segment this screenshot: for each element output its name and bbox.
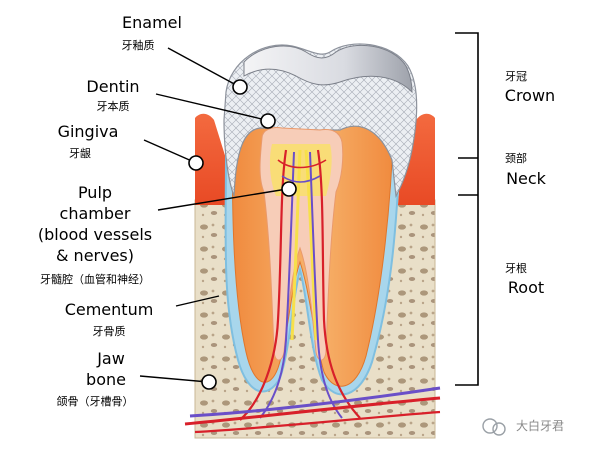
label-cementum-zh: 牙骨质 (93, 325, 126, 338)
label-pulp-zh: 牙髓腔（血管和神经） (40, 272, 150, 286)
label-cementum: Cementum 牙骨质 (65, 300, 154, 338)
region-root-zh: 牙根 (505, 261, 527, 275)
label-gingiva-zh: 牙龈 (69, 146, 91, 160)
wechat-icon (482, 418, 498, 434)
region-neck-zh: 颈部 (505, 151, 527, 165)
region-neck-en: Neck (506, 169, 547, 188)
label-enamel-zh: 牙釉质 (122, 38, 155, 52)
label-dentin-en: Dentin (86, 77, 139, 96)
region-neck: 颈部 Neck (505, 151, 547, 188)
label-gingiva: Gingiva 牙龈 (58, 122, 119, 160)
gingiva (195, 113, 435, 205)
label-enamel: Enamel 牙釉质 (122, 13, 182, 52)
enamel (223, 43, 418, 198)
region-brackets (455, 32, 479, 386)
label-dentin-zh: 牙本质 (97, 99, 130, 113)
label-dentin: Dentin 牙本质 (86, 77, 139, 113)
label-pulp-en-2: chamber (60, 204, 131, 223)
watermark-text: 大白牙君 (516, 418, 564, 433)
label-pulp: Pulp chamber (blood vessels & nerves) 牙髓… (38, 183, 152, 286)
region-crown: 牙冠 Crown (505, 70, 555, 105)
label-jawbone-en-1: Jaw (96, 349, 125, 368)
label-jawbone-en-2: bone (86, 370, 126, 389)
label-markers (188, 79, 297, 390)
label-gingiva-en: Gingiva (58, 122, 119, 141)
watermark: 大白牙君 (482, 418, 564, 436)
label-jawbone-zh: 颌骨（牙槽骨） (57, 394, 134, 408)
region-crown-en: Crown (505, 86, 555, 105)
label-cementum-en: Cementum (65, 300, 154, 319)
label-pulp-en-4: & nerves) (56, 246, 134, 265)
region-root-en: Root (508, 278, 544, 297)
region-crown-zh: 牙冠 (505, 70, 527, 83)
label-enamel-en: Enamel (122, 13, 182, 32)
label-pulp-en-3: (blood vessels (38, 225, 152, 244)
label-jawbone: Jaw bone 颌骨（牙槽骨） (57, 349, 134, 408)
region-root: 牙根 Root (505, 261, 544, 297)
leader-lines (139, 47, 288, 383)
label-pulp-en-1: Pulp (78, 183, 112, 202)
